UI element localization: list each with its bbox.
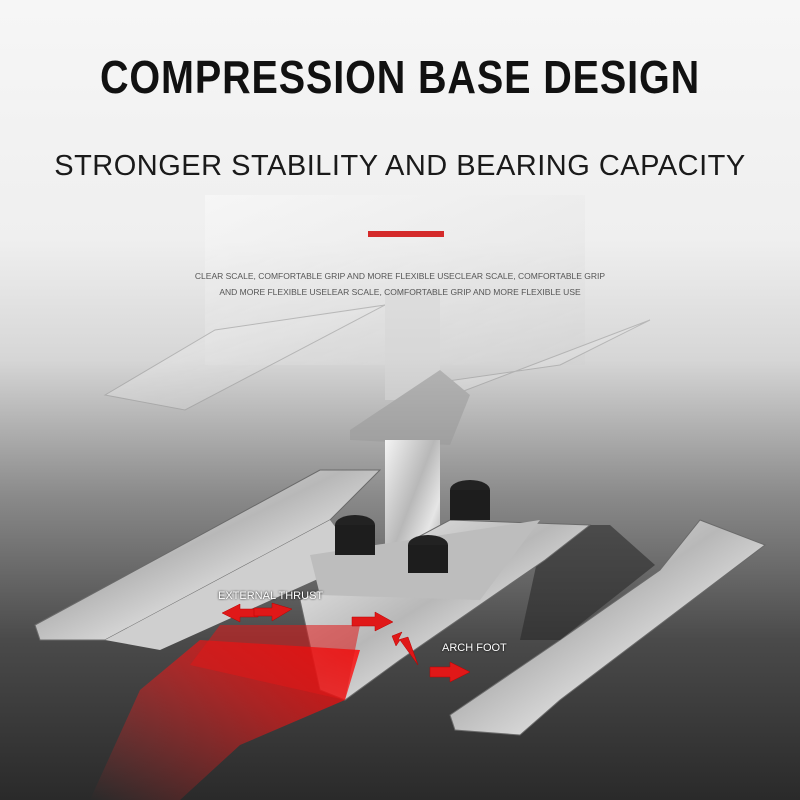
upper-stand-ghost [103,195,651,445]
external-thrust-label: EXTERNAL THRUST [218,590,324,602]
bolts [335,480,490,573]
arrow-down [391,631,419,666]
arrow-mid-1 [253,602,293,622]
description-text: CLEAR SCALE, COMFORTABLE GRIP AND MORE F… [194,271,606,297]
accent-bar [368,231,444,237]
arrow-right [429,661,471,683]
arrow-mid-2 [351,611,394,632]
page-title: COMPRESSION BASE DESIGN [99,51,701,103]
thrust-arrows [221,602,471,683]
base-frame [34,469,767,736]
arch-foot-label: ARCH FOOT [442,642,507,654]
page-subtitle: STRONGER STABILITY AND BEARING CAPACITY [54,150,746,182]
